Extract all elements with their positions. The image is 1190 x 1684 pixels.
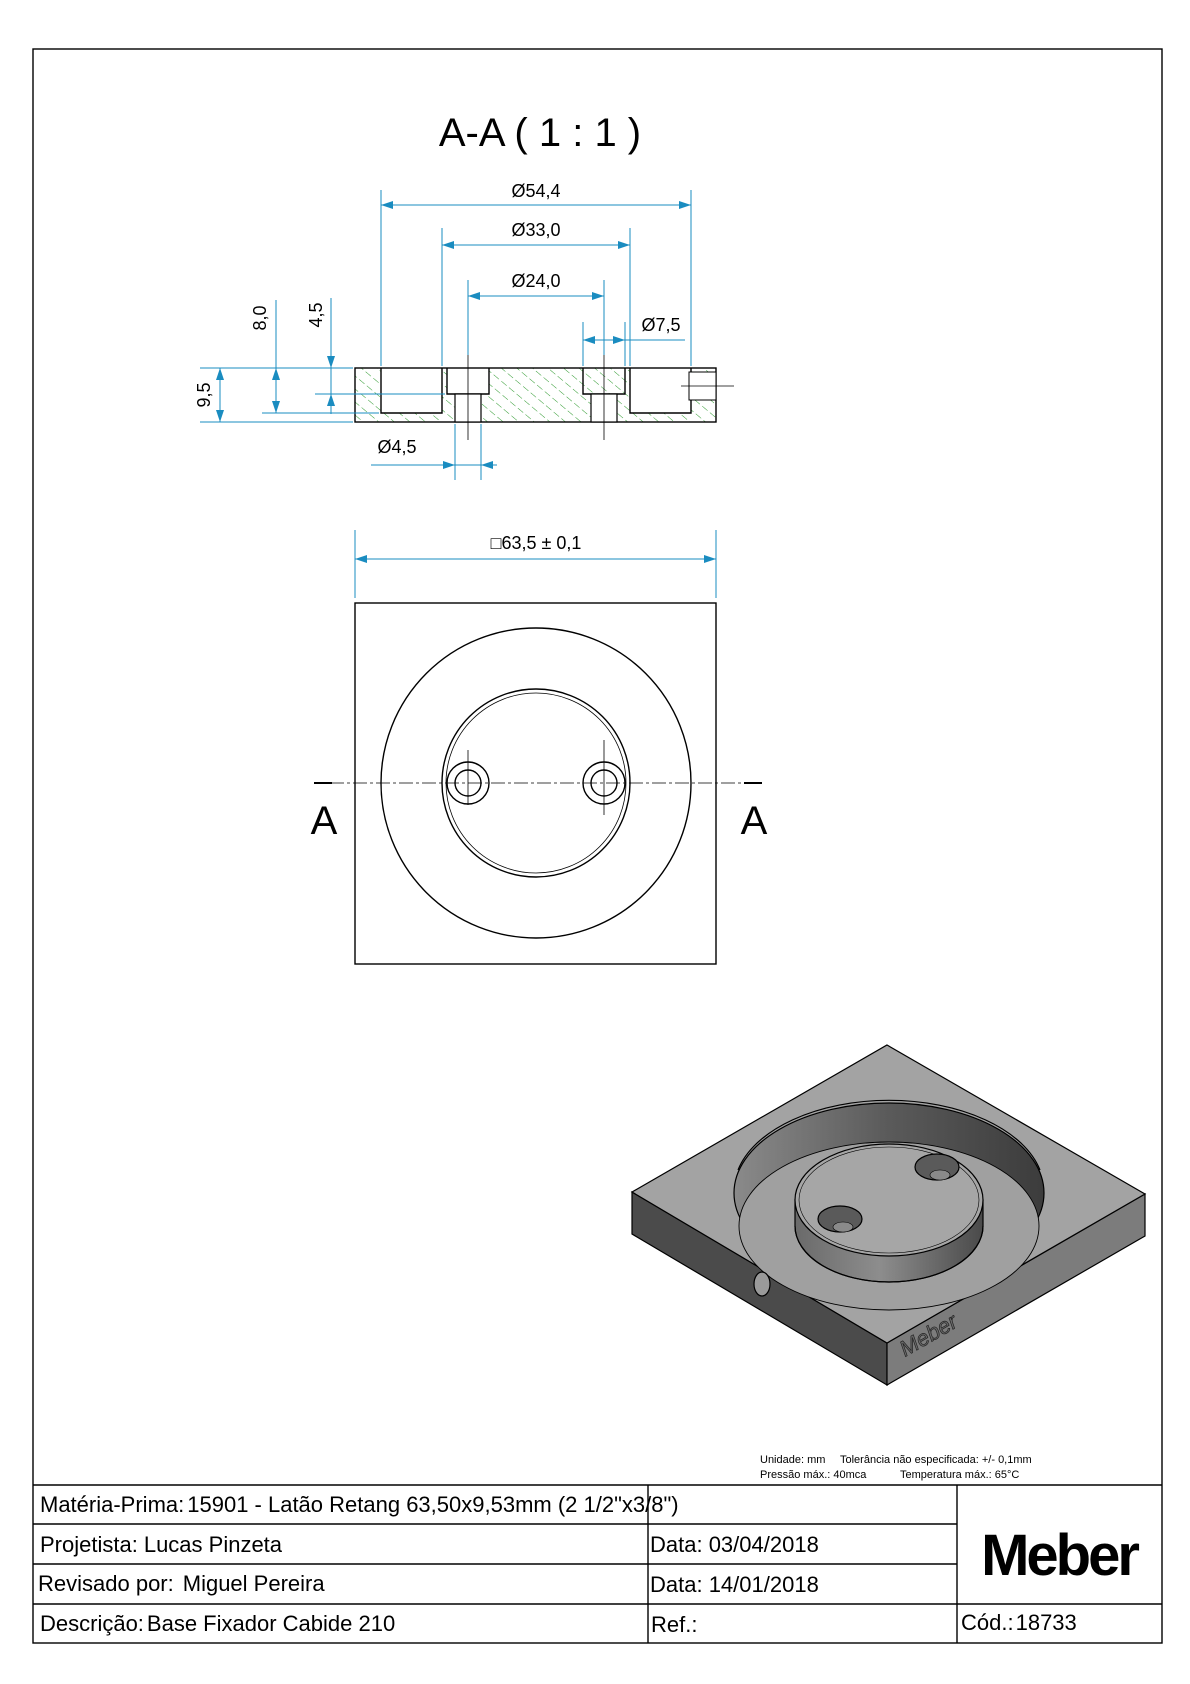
dim-pocket-depth: 8,0 bbox=[250, 305, 270, 330]
notes-tolerance: Tolerância não especificada: +/- 0,1mm bbox=[840, 1454, 1032, 1466]
svg-text:Matéria-Prima:15901 - Latão Re: Matéria-Prima:15901 - Latão Retang 63,50… bbox=[40, 1492, 679, 1517]
dim-boss-diameter: Ø33,0 bbox=[511, 220, 560, 240]
section-title: A-A ( 1 : 1 ) bbox=[439, 111, 641, 155]
notes-pressure: Pressão máx.: 40mca bbox=[760, 1469, 867, 1481]
svg-text:Descrição:Base Fixador Cabide: Descrição:Base Fixador Cabide 210 bbox=[40, 1611, 395, 1636]
svg-text:Revisado por:Miguel Pereira: Revisado por: Miguel Pereira bbox=[38, 1571, 325, 1596]
description-value: Base Fixador Cabide 210 bbox=[147, 1611, 395, 1636]
dim-through-hole: Ø4,5 bbox=[377, 437, 416, 457]
designer-value: Lucas Pinzeta bbox=[144, 1532, 283, 1557]
plan-view: □63,5 ± 0,1 A A bbox=[311, 530, 768, 965]
svg-text:Projetista:Lucas Pinzeta: Projetista:Lucas Pinzeta bbox=[40, 1532, 283, 1557]
dim-counterbore-depth: 4,5 bbox=[306, 302, 326, 327]
reviewer-label: Revisado por: bbox=[38, 1571, 174, 1596]
description-label: Descrição: bbox=[40, 1611, 144, 1636]
title-block: Matéria-Prima:15901 - Latão Retang 63,50… bbox=[33, 1454, 1162, 1643]
section-label-left: A bbox=[311, 799, 338, 843]
material-label: Matéria-Prima: bbox=[40, 1492, 184, 1517]
designer-date: Data: 03/04/2018 bbox=[650, 1532, 819, 1557]
code-value: 18733 bbox=[1016, 1610, 1077, 1635]
notes-temperature: Temperatura máx.: 65°C bbox=[900, 1469, 1019, 1481]
dim-total-height: 9,5 bbox=[194, 382, 214, 407]
designer-label: Projetista: bbox=[40, 1532, 138, 1557]
material-value: 15901 - Latão Retang 63,50x9,53mm (2 1/2… bbox=[187, 1492, 678, 1517]
section-label-right: A bbox=[741, 799, 768, 843]
section-dimensions: Ø54,4 Ø33,0 Ø24,0 Ø7,5 Ø4,5 9,5 8,0 bbox=[194, 181, 692, 480]
dim-counterbore: Ø7,5 bbox=[641, 315, 680, 335]
reviewer-date: Data: 14/01/2018 bbox=[650, 1572, 819, 1597]
dim-square-size: □63,5 ± 0,1 bbox=[491, 533, 582, 553]
company-logo: Meber bbox=[981, 1523, 1139, 1588]
reviewer-value: Miguel Pereira bbox=[183, 1571, 326, 1596]
svg-text:Cód.:18733: Cód.:18733 bbox=[961, 1610, 1077, 1635]
dim-outer-diameter: Ø54,4 bbox=[511, 181, 560, 201]
code-label: Cód.: bbox=[961, 1610, 1014, 1635]
isometric-view: Meber bbox=[630, 1044, 1147, 1387]
sheet-border bbox=[32, 48, 1163, 1644]
dim-bolt-circle: Ø24,0 bbox=[511, 271, 560, 291]
notes-units: Unidade: mm bbox=[760, 1454, 825, 1466]
section-view bbox=[354, 355, 734, 440]
ref-label: Ref.: bbox=[651, 1612, 697, 1637]
